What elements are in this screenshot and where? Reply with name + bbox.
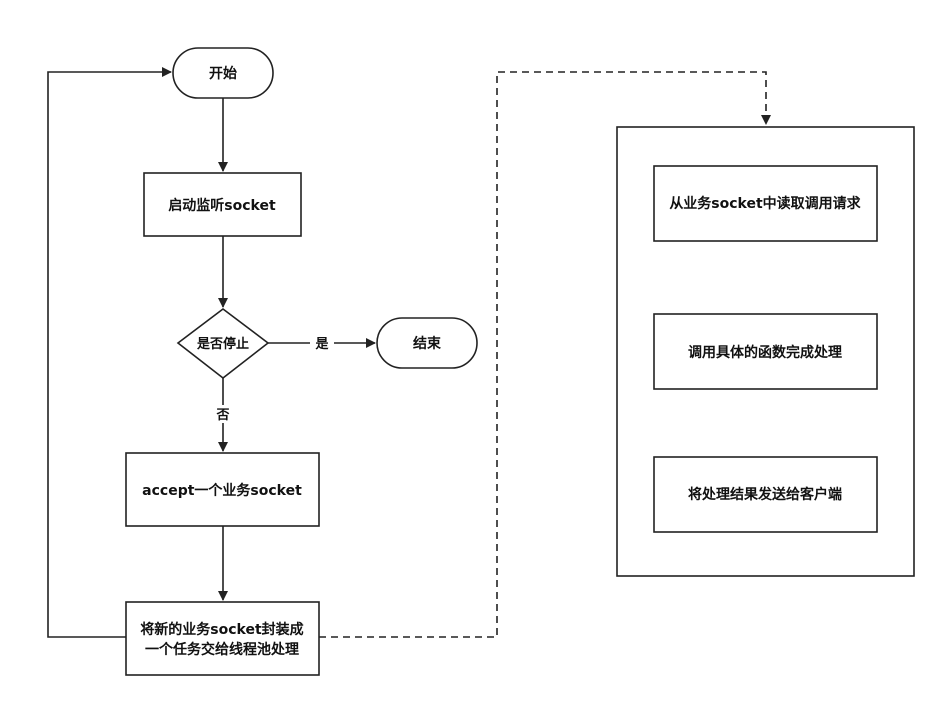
start-label: 开始 <box>209 65 237 82</box>
process-box <box>653 313 878 390</box>
process-label: 调用具体的函数完成处理 <box>688 344 842 361</box>
stop-decision-diamond <box>176 307 270 380</box>
end-terminal <box>376 317 478 369</box>
end-label: 结束 <box>413 335 442 352</box>
send-result-label: 将处理结果发送给客户端 <box>688 486 842 503</box>
edge-label-no: 否 <box>215 408 229 423</box>
read-request-box <box>653 165 878 242</box>
wrap-task-label-line2: 一个任务交给线程池处理 <box>145 641 299 658</box>
read-request-label: 从业务socket中读取调用请求 <box>669 195 861 212</box>
wrap-task-label-line1: 将新的业务socket封装成 <box>140 621 303 638</box>
wrap-task-box <box>125 601 320 676</box>
start-terminal <box>172 47 274 99</box>
listen-box <box>143 172 302 237</box>
listen-label: 启动监听socket <box>168 197 276 214</box>
accept-box <box>125 452 320 527</box>
send-result-box <box>653 456 878 533</box>
stop-decision-label: 是否停止 <box>196 336 249 352</box>
edge-label-yes: 是 <box>314 337 329 352</box>
loop-back-arrow <box>47 67 172 638</box>
accept-label: accept一个业务socket <box>142 482 302 499</box>
